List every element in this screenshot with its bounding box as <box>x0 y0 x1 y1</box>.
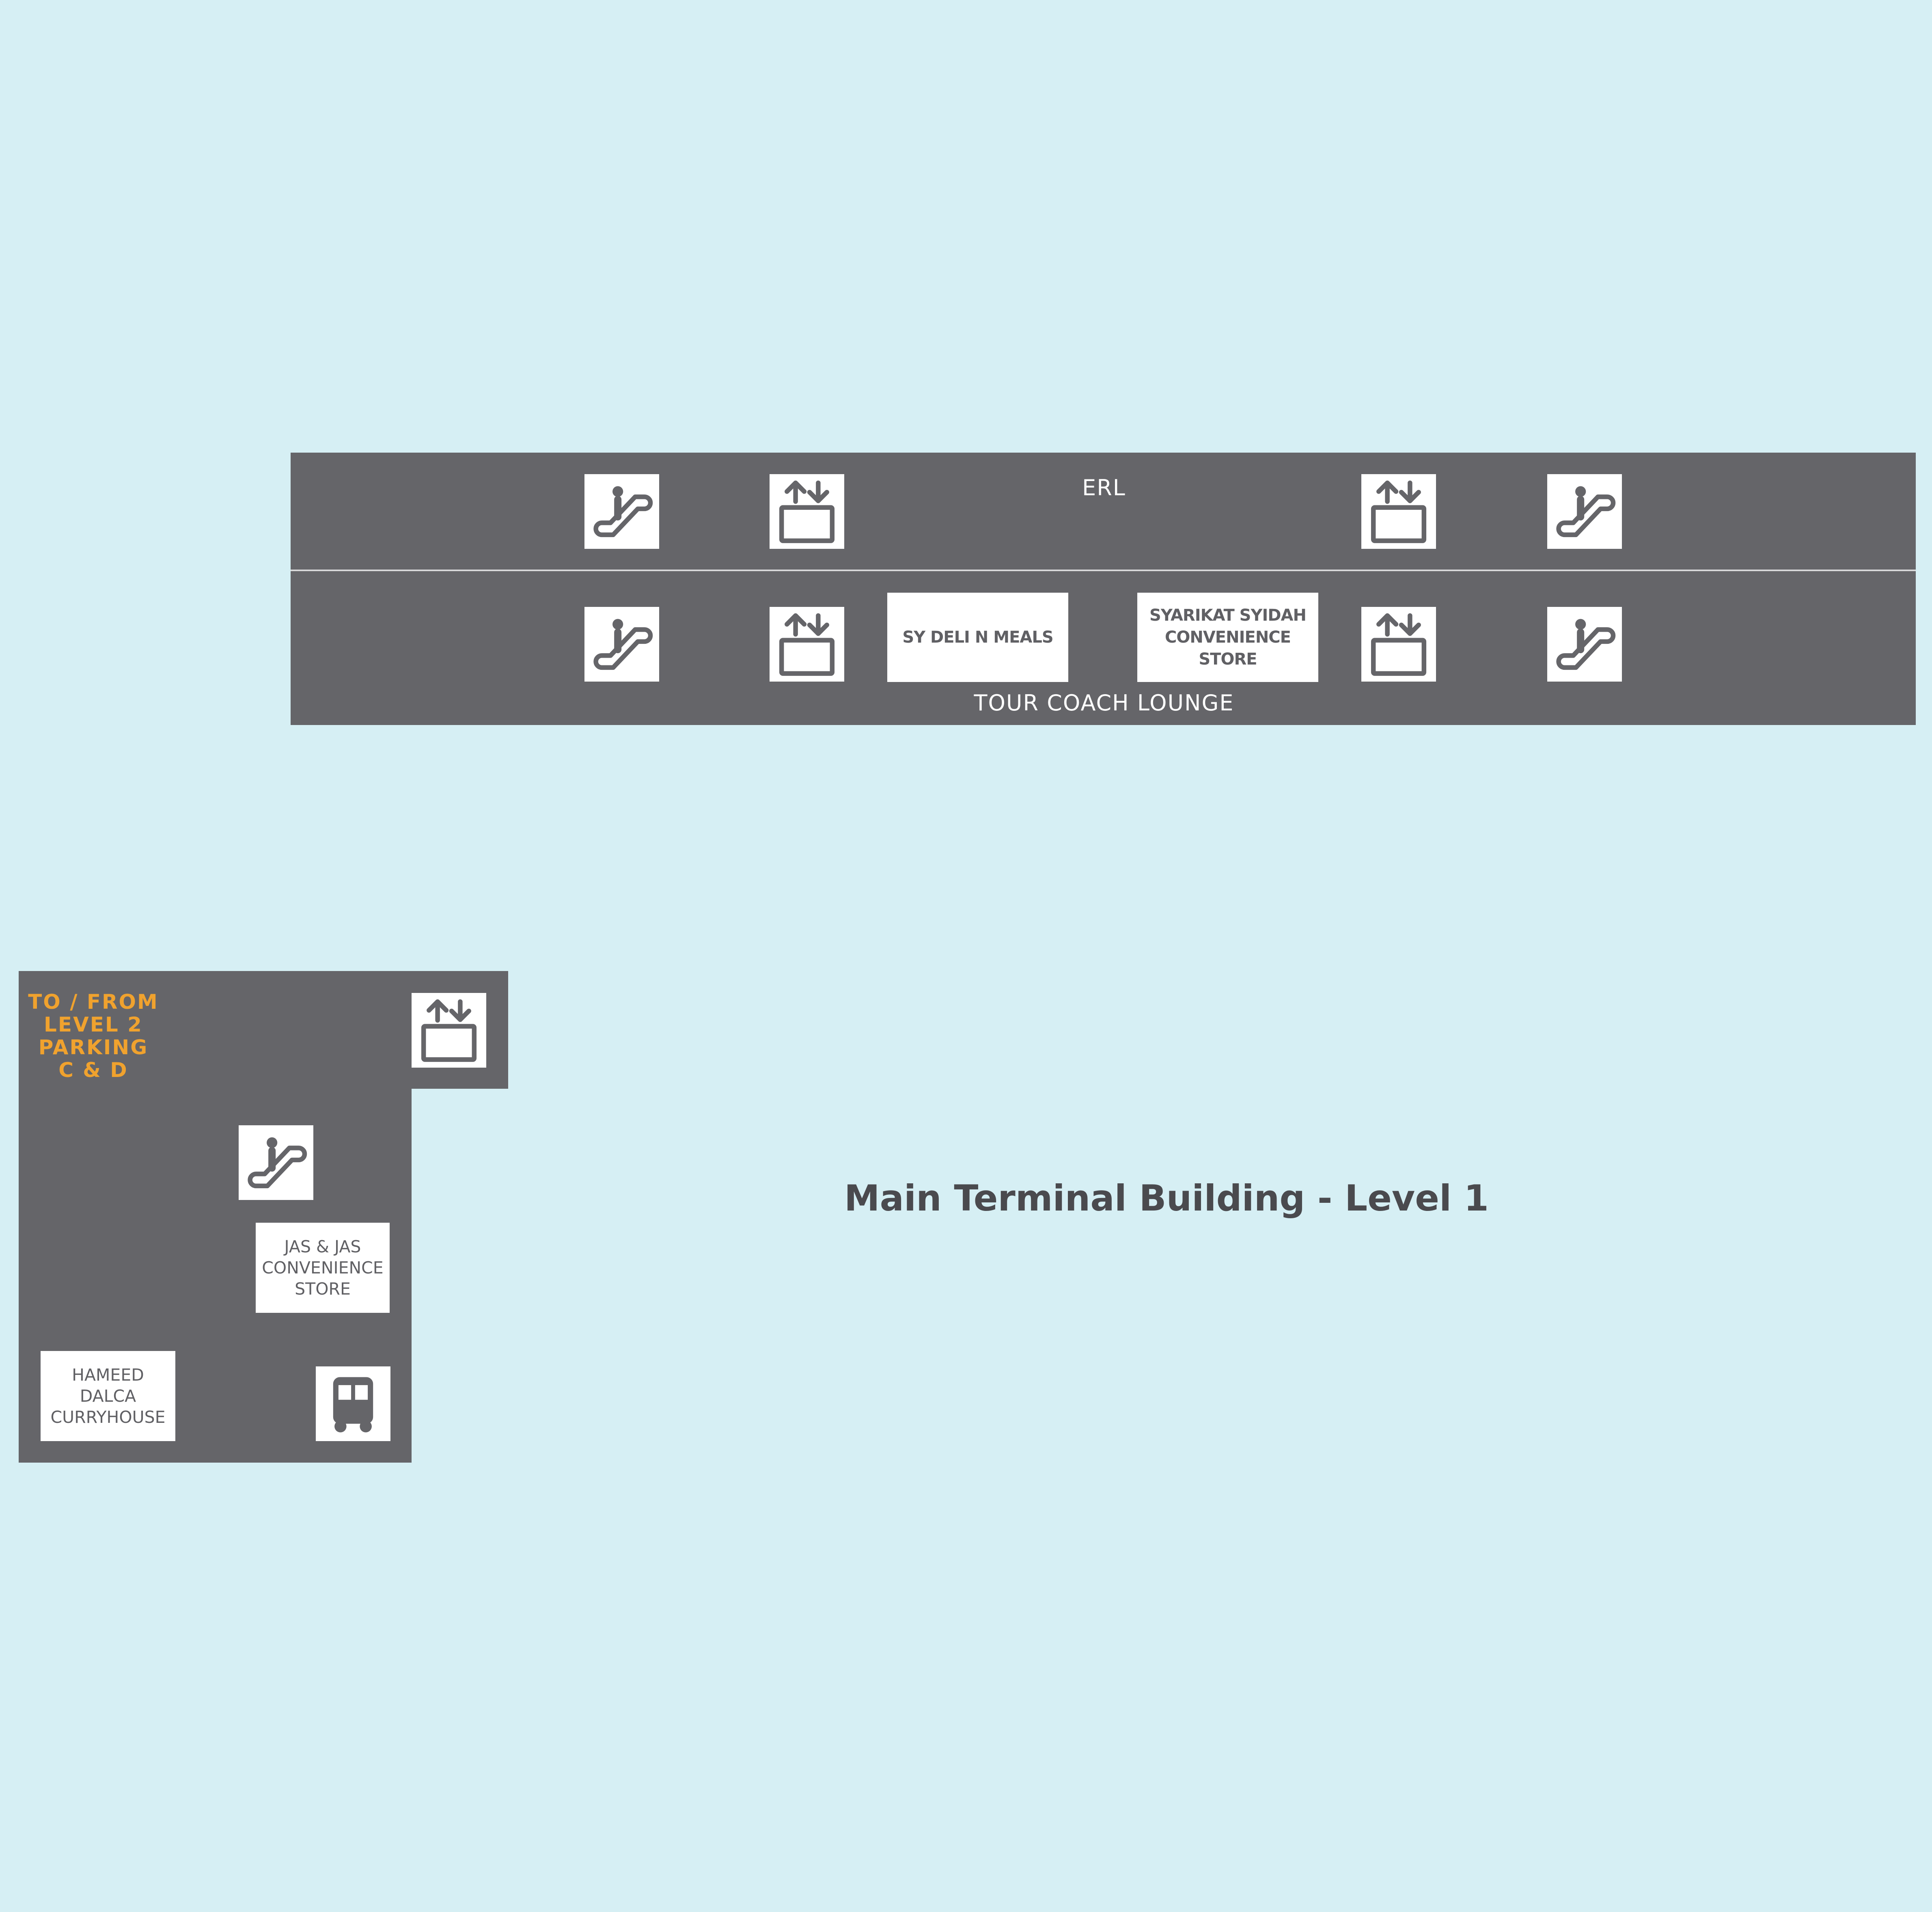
lift-icon <box>774 611 840 678</box>
lift-box[interactable] <box>412 993 486 1068</box>
bus-icon <box>320 1370 386 1437</box>
shop-jas-and-jas-convenience-store[interactable]: JAS & JAS CONVENIENCE STORE <box>256 1223 390 1313</box>
escalator-icon <box>243 1129 309 1196</box>
shop-syarikat-syidah-convenience-store[interactable]: SYARIKAT SYIDAH CONVENIENCE STORE <box>1137 593 1318 682</box>
lift-icon <box>1365 611 1432 678</box>
escalator-box[interactable] <box>1547 607 1622 682</box>
erl-label: ERL <box>1082 475 1126 501</box>
lift-box[interactable] <box>770 474 844 549</box>
bus-box[interactable] <box>316 1366 390 1441</box>
lift-icon <box>416 997 482 1064</box>
lift-icon <box>1365 478 1432 545</box>
escalator-box[interactable] <box>1547 474 1622 549</box>
escalator-box[interactable] <box>239 1125 313 1200</box>
lift-box[interactable] <box>1361 607 1436 682</box>
shop-hameed-dalca-curryhouse[interactable]: HAMEED DALCA CURRYHOUSE <box>41 1351 175 1441</box>
tour-coach-lounge-label: TOUR COACH LOUNGE <box>974 690 1234 716</box>
escalator-box[interactable] <box>584 474 659 549</box>
escalator-icon <box>1551 611 1618 678</box>
shop-sy-deli-n-meals[interactable]: SY DELI N MEALS <box>887 593 1068 682</box>
lift-box[interactable] <box>770 607 844 682</box>
escalator-icon <box>1551 478 1618 545</box>
lift-box[interactable] <box>1361 474 1436 549</box>
band-divider <box>291 570 1916 571</box>
escalator-box[interactable] <box>584 607 659 682</box>
upper-building-block <box>291 453 1916 725</box>
escalator-icon <box>589 611 655 678</box>
parking-direction-label: TO / FROM LEVEL 2 PARKING C & D <box>28 990 159 1082</box>
map-title: Main Terminal Building - Level 1 <box>844 1177 1489 1219</box>
lift-icon <box>774 478 840 545</box>
escalator-icon <box>589 478 655 545</box>
